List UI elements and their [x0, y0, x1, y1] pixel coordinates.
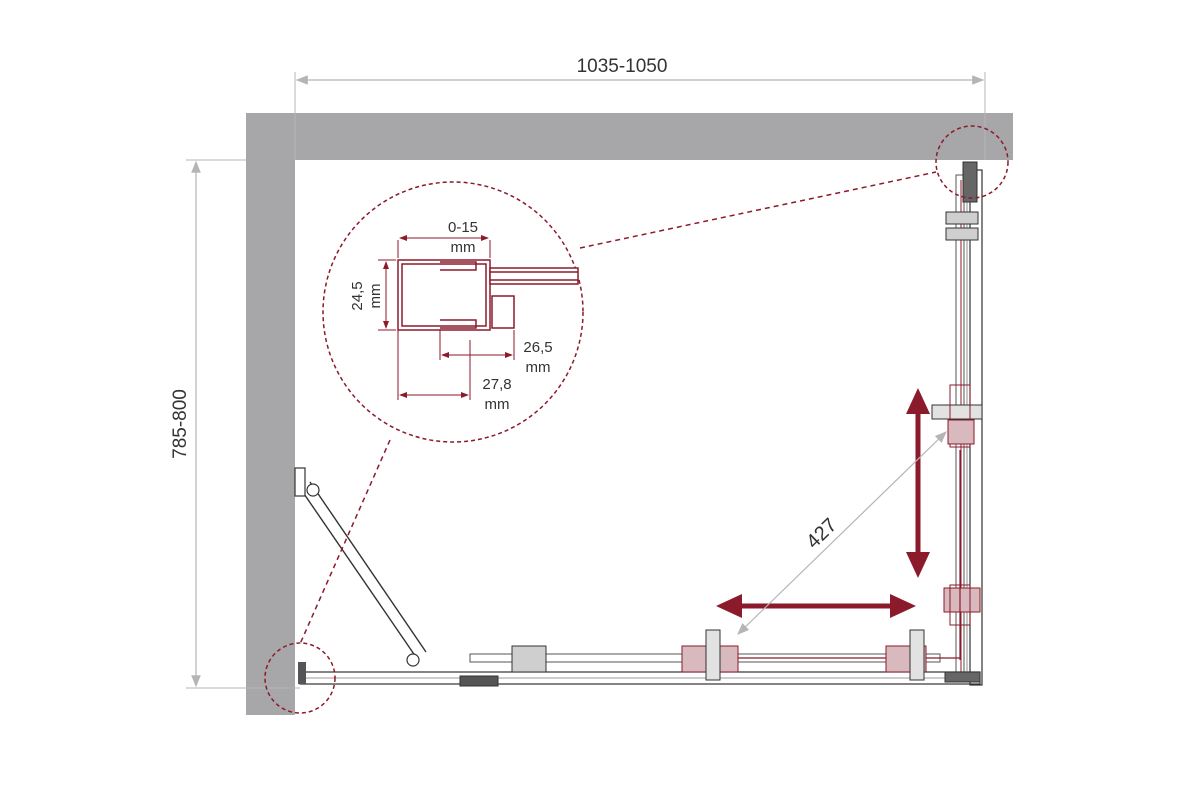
profile-height-dimension: 24,5 mm [349, 259, 396, 331]
profile-height-value: 24,5 [349, 281, 366, 310]
inner-width-value: 26,5 [523, 339, 552, 356]
inner-width-unit: mm [526, 359, 551, 376]
double-arrow-horizontal-icon [716, 594, 916, 618]
right-side-panel [931, 161, 983, 686]
diagonal-label: 427 [802, 514, 841, 553]
stabilizer-bar [294, 467, 427, 667]
front-panel [298, 450, 981, 687]
width-dimension: 1035-1050 [294, 56, 986, 160]
outer-width-value: 27,8 [482, 376, 511, 393]
profile-height-unit: mm [367, 284, 384, 309]
outer-width-dimension: 27,8 mm [397, 330, 512, 413]
corner-marker-top-right [935, 125, 1009, 199]
wall-group [246, 113, 1013, 715]
gap-unit: mm [451, 239, 476, 256]
callout-markers [264, 125, 1009, 714]
gap-value: 0-15 [448, 219, 478, 236]
depth-label: 785-800 [170, 389, 191, 459]
inner-width-dimension: 26,5 mm [439, 330, 553, 376]
wall-top [246, 113, 1013, 160]
width-label: 1035-1050 [577, 56, 668, 77]
corner-marker-bottom-left [264, 642, 336, 714]
top-wall-profile [962, 161, 978, 203]
detail-callout: 0-15 mm 24,5 mm 26,5 mm 27,8 mm [322, 181, 584, 443]
profile-section [397, 259, 579, 331]
depth-dimension: 785-800 [170, 159, 300, 689]
detail-circle [322, 181, 584, 443]
gap-dimension: 0-15 mm [397, 219, 491, 258]
outer-width-unit: mm [485, 396, 510, 413]
double-arrow-vertical-icon [906, 388, 930, 578]
wall-left [246, 113, 295, 715]
